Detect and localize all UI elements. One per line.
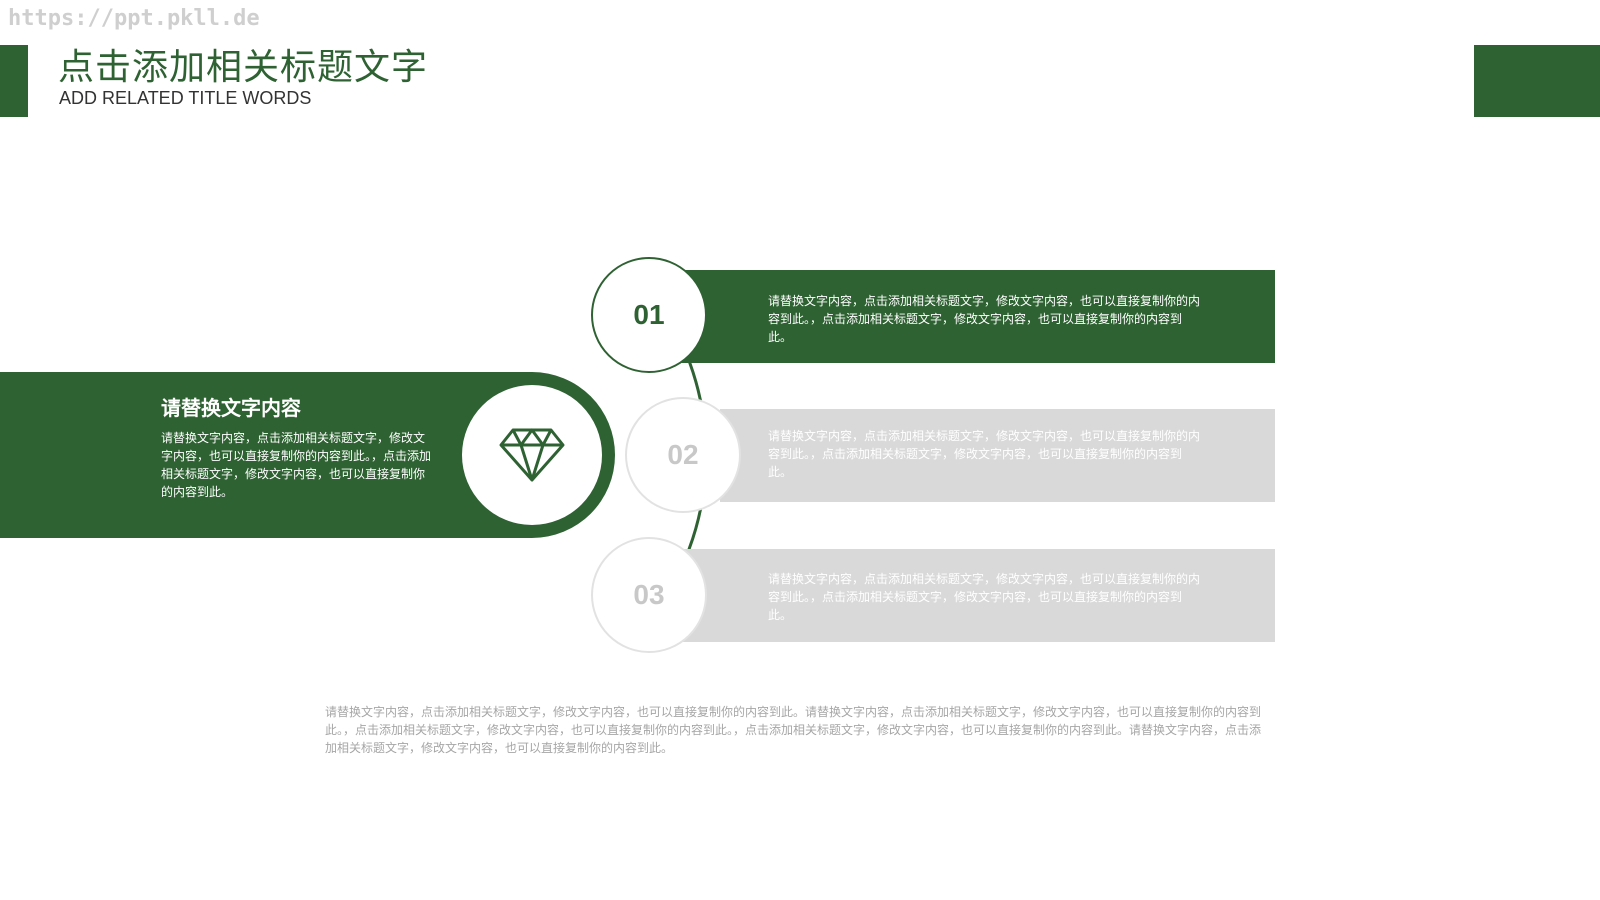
left-panel-body[interactable]: 请替换文字内容，点击添加相关标题文字，修改文字内容，也可以直接复制你的内容到此。…	[161, 431, 432, 499]
item-bar-01	[680, 270, 1275, 363]
diamond-badge	[462, 385, 602, 525]
item-number-03[interactable]: 03	[591, 537, 707, 653]
item-text-03[interactable]: 请替换文字内容，点击添加相关标题文字，修改文字内容，也可以直接复制你的内容到此。…	[768, 572, 1201, 622]
diamond-icon	[499, 428, 565, 482]
corner-accent-left	[0, 45, 28, 117]
watermark: https://ppt.pkll.de	[8, 6, 260, 31]
item-number-01[interactable]: 01	[591, 257, 707, 373]
item-bar-02	[720, 409, 1275, 502]
page-subtitle[interactable]: ADD RELATED TITLE WORDS	[59, 88, 312, 108]
footer-paragraph[interactable]: 请替换文字内容，点击添加相关标题文字，修改文字内容，也可以直接复制你的内容到此。…	[325, 705, 1262, 755]
page-title[interactable]: 点击添加相关标题文字	[58, 47, 429, 88]
item-number-02[interactable]: 02	[625, 397, 741, 513]
item-text-01[interactable]: 请替换文字内容，点击添加相关标题文字，修改文字内容，也可以直接复制你的内容到此。…	[768, 294, 1201, 344]
item-bar-03	[680, 549, 1275, 642]
item-text-02[interactable]: 请替换文字内容，点击添加相关标题文字，修改文字内容，也可以直接复制你的内容到此。…	[768, 429, 1201, 479]
corner-accent-right	[1474, 45, 1600, 117]
left-panel-heading[interactable]: 请替换文字内容	[161, 396, 301, 420]
